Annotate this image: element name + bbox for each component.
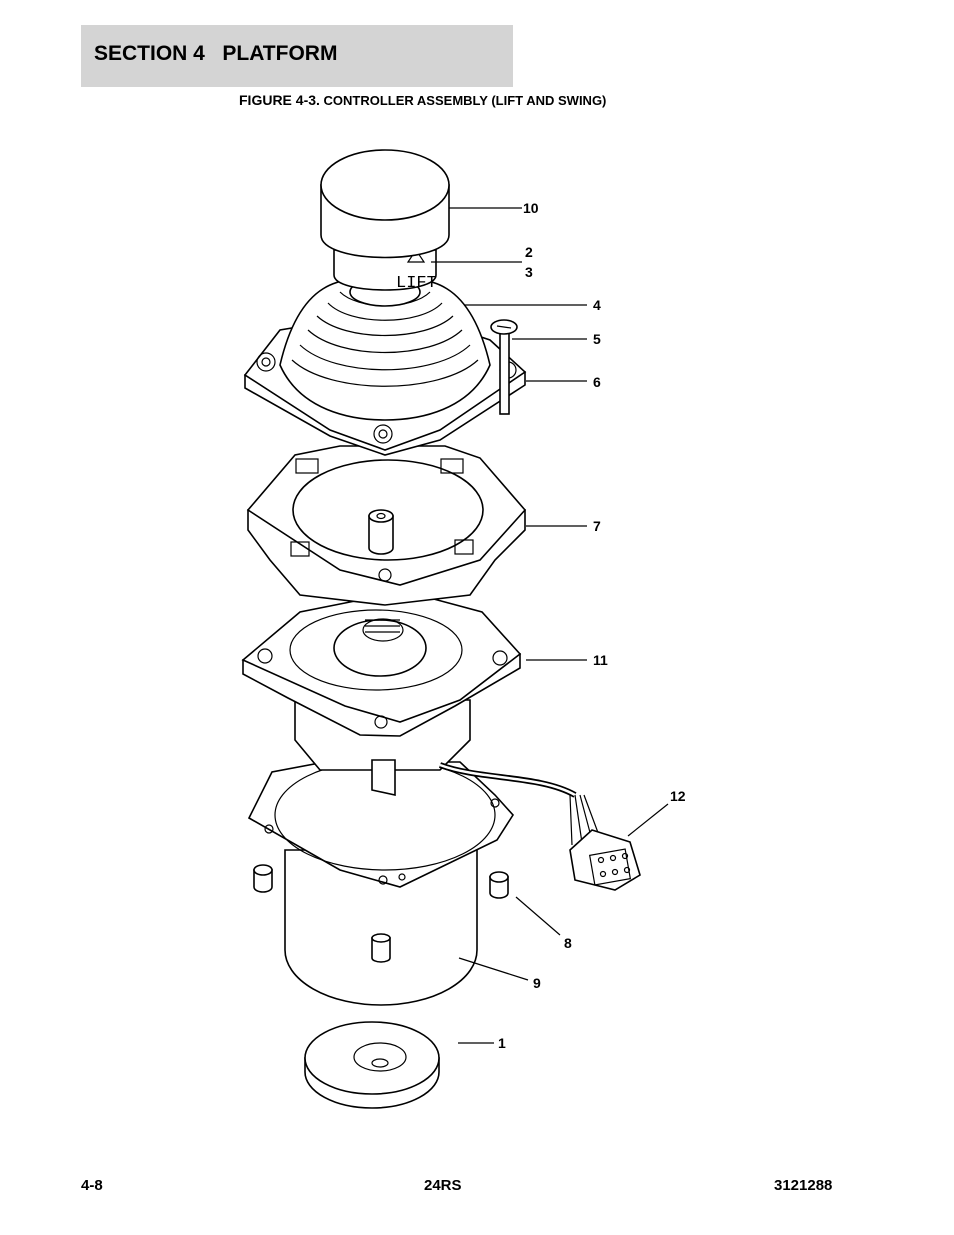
callout-7: 7: [593, 518, 601, 534]
document-number: 3121288: [774, 1177, 833, 1194]
callout-3: 3: [525, 264, 533, 280]
figure-title: FIGURE 4-3. CONTROLLER ASSEMBLY (LIFT AN…: [239, 92, 606, 108]
callout-11: 11: [593, 652, 608, 668]
model-name: 24RS: [424, 1177, 462, 1194]
part-2-3-knob-body: LIFT: [333, 248, 437, 293]
part-1-base-disc: [304, 1021, 440, 1109]
callout-1: 1: [498, 1035, 506, 1051]
callouts: 10 2 3 4 5 6 7 11 12 8 9 1: [498, 200, 686, 1051]
section-title: SECTION 4 PLATFORM: [94, 42, 338, 65]
page-number: 4-8: [81, 1177, 103, 1194]
callout-6: 6: [593, 374, 601, 390]
part-12-harness: [438, 762, 641, 891]
callout-9: 9: [533, 975, 541, 991]
part-7-spacer: [246, 445, 527, 606]
lift-label: LIFT: [396, 274, 437, 293]
callout-10: 10: [523, 200, 539, 216]
callout-4: 4: [593, 297, 601, 313]
part-8-standoffs: [253, 864, 509, 899]
section-banner: SECTION 4 PLATFORM: [81, 25, 513, 87]
part-10-knob-cap: [320, 149, 450, 259]
part-4-boot: [279, 277, 491, 421]
part-9-housing: [247, 759, 515, 1006]
callout-12: 12: [670, 788, 686, 804]
callout-2: 2: [525, 244, 533, 260]
figure-number: FIGURE 4-3.: [239, 92, 320, 108]
figure-caption: CONTROLLER ASSEMBLY (LIFT AND SWING): [319, 93, 607, 108]
part-5-screw: [490, 319, 518, 415]
callout-8: 8: [564, 935, 572, 951]
part-11-mechanism: [241, 597, 522, 796]
callout-5: 5: [593, 331, 601, 347]
leader-lines: [431, 207, 669, 1044]
